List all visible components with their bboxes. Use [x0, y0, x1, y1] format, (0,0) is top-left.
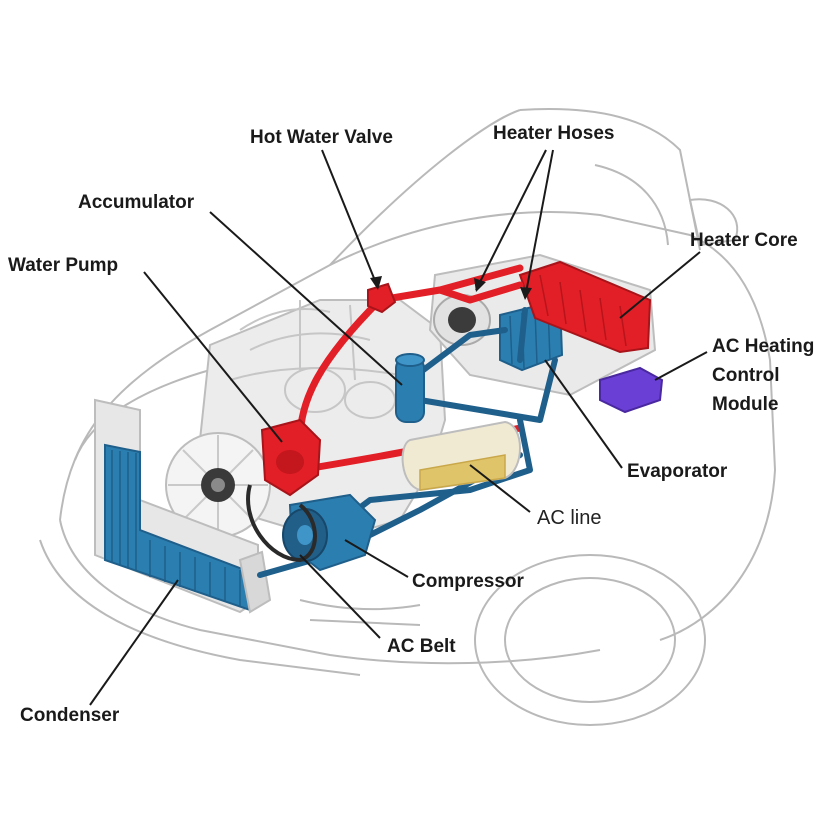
- label-ac-belt: AC Belt: [387, 636, 456, 657]
- label-evaporator: Evaporator: [627, 461, 728, 482]
- blower-motor: [448, 307, 476, 333]
- control-module-unit: [599, 366, 664, 414]
- heater-core-unit: [518, 260, 652, 354]
- leader-lines: [89, 149, 708, 706]
- label-ac-heating-line-1: AC Heating: [712, 336, 815, 357]
- label-ac-line: AC line: [537, 507, 602, 529]
- label-ac-heating-line-2: Control: [712, 365, 780, 386]
- label-heater-hoses: Heater Hoses: [493, 123, 615, 144]
- label-accumulator: Accumulator: [78, 192, 195, 213]
- leader-arrowheads: [370, 276, 532, 300]
- label-compressor: Compressor: [412, 571, 524, 592]
- label-ac-heating-line-3: Module: [712, 394, 779, 415]
- condenser-unit: [94, 398, 272, 614]
- side-mirror: [688, 198, 739, 247]
- label-ac-heating-control-module: AC Heating Control Module: [712, 332, 840, 419]
- label-hot-water-valve: Hot Water Valve: [250, 127, 393, 148]
- ac-belt-loop: [246, 484, 317, 563]
- label-water-pump: Water Pump: [8, 255, 119, 276]
- hot-water-valve-unit: [367, 282, 397, 314]
- front-wheel: [474, 554, 706, 726]
- accumulator-unit: [395, 353, 425, 423]
- water-pump-unit: [260, 418, 322, 497]
- radiator-fan: [165, 432, 271, 538]
- label-heater-core: Heater Core: [690, 230, 798, 251]
- ac-line-canister: [401, 420, 521, 492]
- label-condenser: Condenser: [20, 705, 120, 726]
